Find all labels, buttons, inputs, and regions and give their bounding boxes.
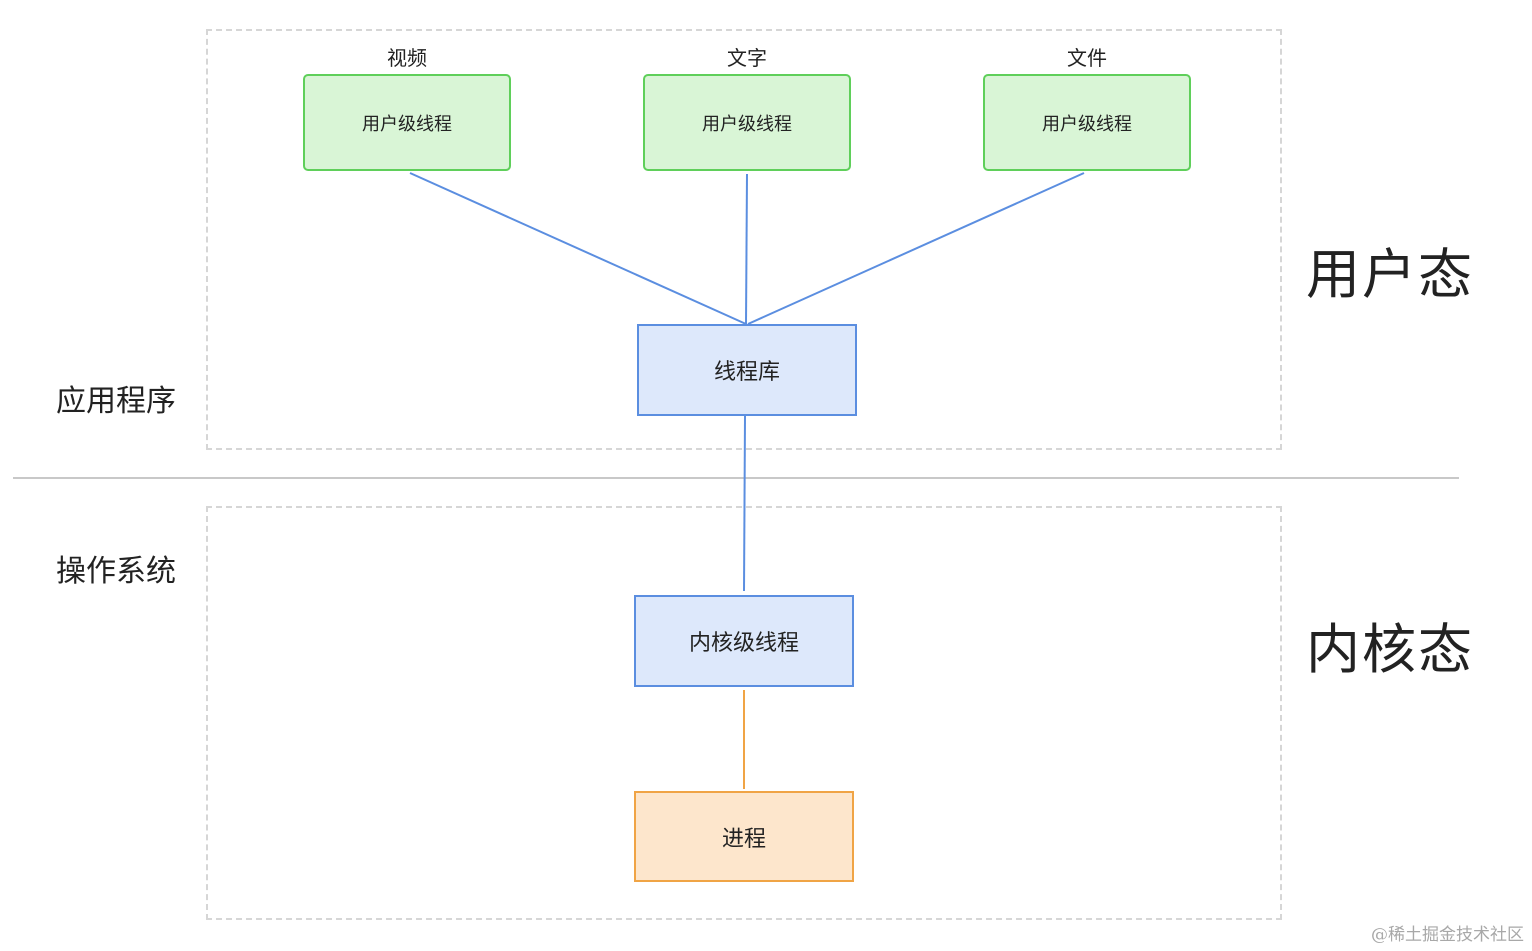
connector-library-to-kernel-thread: [743, 415, 746, 592]
user-thread-label: 用户级线程: [702, 113, 792, 135]
user-thread-label: 用户级线程: [362, 113, 452, 135]
connector-file-to-library: [747, 172, 1085, 325]
user-mode-label: 用户态: [1306, 243, 1474, 306]
thread-library-box: 线程库: [637, 324, 857, 416]
column-title-text: 文字: [727, 46, 767, 70]
column-title-video: 视频: [387, 46, 427, 70]
connector-video-to-library: [409, 172, 747, 325]
kernel-mode-label: 内核态: [1306, 618, 1474, 681]
user-thread-video-box: 用户级线程: [303, 74, 511, 171]
process-label: 进程: [721, 826, 766, 852]
user-thread-label: 用户级线程: [1042, 113, 1132, 135]
user-thread-text-box: 用户级线程: [643, 74, 851, 171]
application-label: 应用程序: [56, 384, 176, 419]
connector-text-to-library: [745, 173, 748, 325]
operating-system-label: 操作系统: [56, 554, 176, 589]
watermark: @稀土掘金技术社区: [1371, 925, 1524, 945]
user-kernel-divider: [13, 477, 1459, 479]
kernel-thread-box: 内核级线程: [634, 595, 854, 687]
process-box: 进程: [634, 791, 854, 882]
kernel-thread-label: 内核级线程: [688, 631, 799, 656]
user-thread-file-box: 用户级线程: [983, 74, 1191, 171]
thread-library-label: 线程库: [713, 360, 780, 385]
column-title-file: 文件: [1067, 46, 1107, 70]
